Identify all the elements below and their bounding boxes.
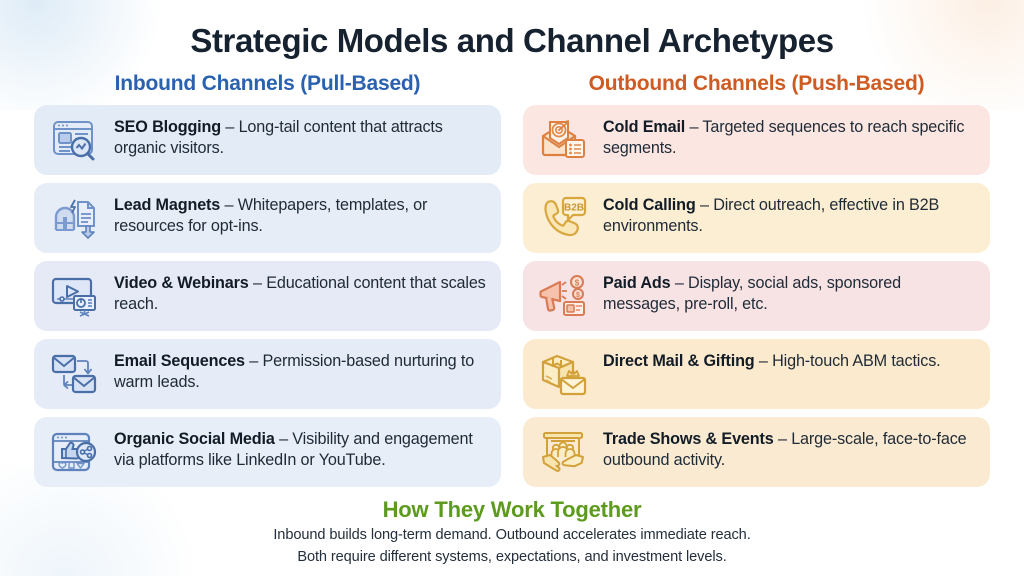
card-term: Organic Social Media	[114, 429, 275, 448]
card-direct-mail-gifting[interactable]: Direct Mail & Gifting – High-touch ABM t…	[523, 338, 990, 409]
card-term: Lead Magnets	[114, 195, 221, 214]
svg-text:$: $	[576, 292, 580, 299]
card-paid-ads[interactable]: $ $ Paid Ads – Display, social ads, spon…	[523, 260, 990, 331]
card-term: SEO Blogging	[114, 117, 222, 136]
card-term: Cold Email	[603, 117, 686, 136]
card-term: Video & Webinars	[114, 273, 249, 292]
card-dash: –	[670, 273, 689, 292]
card-cold-email[interactable]: Cold Email – Targeted sequences to reach…	[523, 104, 990, 175]
svg-text:$: $	[575, 278, 580, 287]
social-thumbs-up-share-icon	[46, 426, 102, 478]
card-description: Long-tail content that attracts organic …	[114, 117, 443, 157]
card-text: Lead Magnets – Whitepapers, templates, o…	[114, 192, 487, 237]
card-text: Cold Email – Targeted sequences to reach…	[603, 114, 976, 159]
card-text: Organic Social Media – Visibility and en…	[114, 426, 487, 471]
card-dash: –	[220, 195, 238, 214]
card-video-webinars[interactable]: Video & Webinars – Educational content t…	[34, 260, 501, 331]
card-lead-magnets[interactable]: Lead Magnets – Whitepapers, templates, o…	[34, 182, 501, 253]
card-description: Direct outreach, effective in B2B enviro…	[603, 195, 940, 235]
magnet-document-download-icon	[46, 192, 102, 244]
footer-section: How They Work Together Inbound builds lo…	[34, 497, 990, 567]
card-text: SEO Blogging – Long-tail content that at…	[114, 114, 487, 159]
card-email-sequences[interactable]: Email Sequences – Permission-based nurtu…	[34, 338, 501, 409]
card-trade-shows-events[interactable]: Trade Shows & Events – Large-scale, face…	[523, 416, 990, 487]
card-text: Cold Calling – Direct outreach, effectiv…	[603, 192, 976, 237]
card-description: High-touch ABM tactics.	[772, 351, 941, 370]
card-text: Direct Mail & Gifting – High-touch ABM t…	[603, 348, 976, 372]
card-text: Trade Shows & Events – Large-scale, face…	[603, 426, 976, 471]
card-description: Display, social ads, sponsored messages,…	[603, 273, 901, 313]
card-dash: –	[221, 117, 239, 136]
card-organic-social-media[interactable]: Organic Social Media – Visibility and en…	[34, 416, 501, 487]
inbound-heading: Inbound Channels (Pull-Based)	[114, 71, 421, 95]
video-presentation-icon	[46, 270, 102, 322]
card-term: Direct Mail & Gifting	[603, 351, 755, 370]
envelope-target-icon	[535, 114, 591, 166]
b2b-bubble-label: B2B	[564, 202, 584, 213]
card-description: Educational content that scales reach.	[114, 273, 486, 313]
outbound-heading: Outbound Channels (Push-Based)	[588, 71, 925, 95]
card-term: Trade Shows & Events	[603, 429, 774, 448]
megaphone-coins-ad-icon: $ $	[535, 270, 591, 322]
card-description: Large-scale, face-to-face outbound activ…	[603, 429, 967, 469]
card-text: Video & Webinars – Educational content t…	[114, 270, 487, 315]
trade-show-handshake-icon	[535, 426, 591, 478]
seo-article-search-icon	[46, 114, 102, 166]
footer-line-1: Inbound builds long-term demand. Outboun…	[273, 526, 751, 543]
email-sequence-icon	[46, 348, 102, 400]
card-term: Paid Ads	[603, 273, 671, 292]
inbound-column: Inbound Channels (Pull-Based)	[34, 72, 501, 495]
card-dash: –	[773, 429, 792, 448]
card-dash: –	[754, 351, 773, 370]
card-term: Cold Calling	[603, 195, 696, 214]
card-dash: –	[685, 117, 703, 136]
footer-line-2: Both require different systems, expectat…	[297, 549, 727, 566]
footer-title: How They Work Together	[382, 496, 642, 522]
card-dash: –	[695, 195, 714, 214]
card-description: Visibility and engagement via platforms …	[114, 429, 473, 469]
card-term: Email Sequences	[114, 351, 245, 370]
card-dash: –	[274, 429, 293, 448]
outbound-column: Outbound Channels (Push-Based)	[523, 72, 990, 495]
channel-columns: Inbound Channels (Pull-Based)	[34, 72, 990, 495]
phone-b2b-bubble-icon: B2B	[535, 192, 591, 244]
card-dash: –	[248, 273, 267, 292]
card-text: Email Sequences – Permission-based nurtu…	[114, 348, 487, 393]
card-description: Targeted sequences to reach specific seg…	[603, 117, 965, 157]
package-gift-envelope-icon	[535, 348, 591, 400]
card-cold-calling[interactable]: B2B Cold Calling – Direct outreach, effe…	[523, 182, 990, 253]
card-dash: –	[244, 351, 263, 370]
card-text: Paid Ads – Display, social ads, sponsore…	[603, 270, 976, 315]
card-description: Permission-based nurturing to warm leads…	[114, 351, 475, 391]
card-description: Whitepapers, templates, or resources for…	[114, 195, 428, 235]
page-title: Strategic Models and Channel Archetypes	[190, 22, 834, 59]
card-seo-blogging[interactable]: SEO Blogging – Long-tail content that at…	[34, 104, 501, 175]
